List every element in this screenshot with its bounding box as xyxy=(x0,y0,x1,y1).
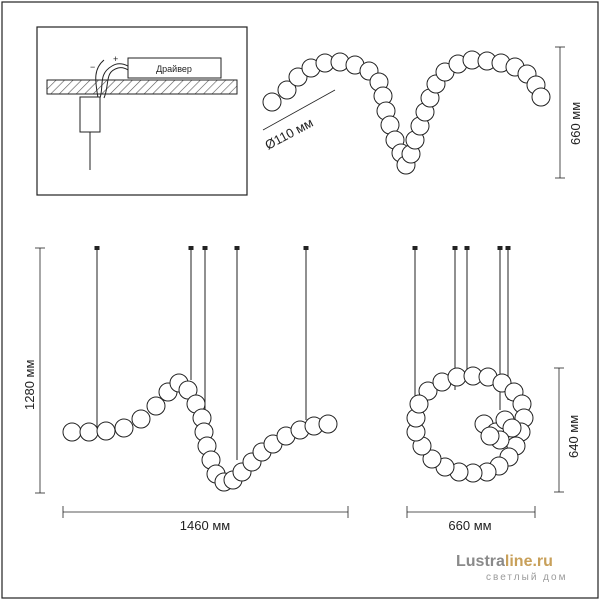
brand-text: Lustraline.ru xyxy=(456,553,553,570)
ceiling-canopy xyxy=(79,96,101,133)
ceiling-mount xyxy=(464,246,470,250)
ceiling-mount xyxy=(497,246,503,250)
inset-frame xyxy=(36,26,248,196)
bead xyxy=(480,426,500,446)
front-height-label: 1280 мм xyxy=(22,360,37,410)
bead xyxy=(96,421,116,441)
bead xyxy=(418,381,438,401)
plus-sign: + xyxy=(113,54,118,64)
front-view xyxy=(62,246,338,492)
mounting-inset: Драйвер + − xyxy=(36,26,248,196)
driver-label: Драйвер xyxy=(156,64,192,74)
bead xyxy=(502,418,522,438)
watermark-logo: Lustraline.ru светлый дом xyxy=(456,553,567,583)
ceiling-mount xyxy=(303,246,309,250)
supply-wire-2 xyxy=(103,67,129,99)
side-height-label: 640 мм xyxy=(566,415,581,458)
front-width-dimension xyxy=(62,506,349,518)
bead xyxy=(79,422,99,442)
supply-wire-1 xyxy=(99,63,129,99)
bead xyxy=(277,80,297,100)
top-view xyxy=(262,50,551,175)
bead xyxy=(531,87,551,107)
side-width-label: 660 мм xyxy=(448,518,491,533)
bead xyxy=(447,367,467,387)
supply-wire-3 xyxy=(95,59,105,99)
side-width-dimension xyxy=(406,506,536,518)
driver-box xyxy=(127,57,222,79)
bead xyxy=(62,422,82,442)
bead-diameter-leader xyxy=(262,89,336,131)
bead xyxy=(288,67,308,87)
side-height-dimension xyxy=(554,367,564,493)
bead xyxy=(318,414,338,434)
front-height-dimension xyxy=(35,247,45,494)
top-height-dimension xyxy=(555,46,565,179)
top-height-label: 660 мм xyxy=(568,102,583,145)
ceiling-mount xyxy=(188,246,194,250)
ceiling-mount xyxy=(234,246,240,250)
front-width-label: 1460 мм xyxy=(180,518,230,533)
ceiling-mount xyxy=(412,246,418,250)
bead-diameter-label: Ø110 мм xyxy=(262,115,315,153)
brand-tagline: светлый дом xyxy=(486,572,567,583)
ceiling-hatch xyxy=(46,79,238,95)
minus-sign: − xyxy=(90,62,95,72)
bead xyxy=(262,92,282,112)
bead xyxy=(422,449,442,469)
bead xyxy=(114,418,134,438)
bead xyxy=(146,396,166,416)
ceiling-mount xyxy=(452,246,458,250)
ceiling-mount xyxy=(94,246,100,250)
ceiling-mount xyxy=(202,246,208,250)
bead xyxy=(409,394,429,414)
ceiling-mount xyxy=(505,246,511,250)
bead xyxy=(131,409,151,429)
side-view xyxy=(406,246,534,483)
